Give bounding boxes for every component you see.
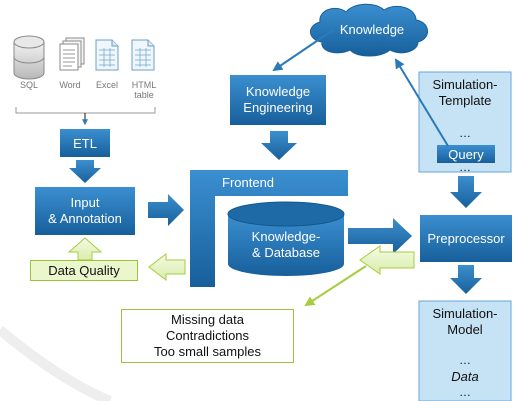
sources-bracket — [15, 107, 156, 114]
source-label-html-table: HTML table — [131, 80, 157, 100]
feedback-to-issues-arrow — [304, 265, 367, 307]
preprocessor-feedback-arrow — [359, 245, 415, 275]
knowledge-engineering-label: Knowledge Engineering — [243, 84, 313, 115]
knowledge-engineering-to-frontend-arrow — [261, 131, 297, 160]
simulation-template-dots-top: … — [459, 126, 471, 140]
preprocessor-box — [420, 215, 512, 262]
frontend-label: Frontend — [222, 175, 275, 190]
input-annotation-box — [35, 187, 135, 235]
data-quality-box: Data Quality — [30, 260, 138, 281]
html-table-icon — [131, 39, 155, 71]
simulation-template-title: Simulation- Template — [432, 77, 498, 108]
source-label-excel: Excel — [95, 80, 118, 90]
knowledge-cloud-label: Knowledge — [339, 22, 405, 37]
etl-label: ETL — [73, 135, 97, 151]
simulation-model-dots-bottom: … — [459, 385, 471, 399]
cloud-to-knowledge-engineering-arrow — [272, 25, 340, 72]
template-to-preprocessor-arrow — [450, 176, 482, 208]
word-document-icon — [59, 37, 85, 71]
issue-contradictions: Contradictions — [165, 328, 250, 343]
preprocessor-label: Preprocessor — [427, 231, 505, 246]
excel-spreadsheet-icon — [95, 39, 119, 71]
simulation-model-data: Data — [451, 369, 479, 384]
simulation-template-dots-bottom: … — [459, 160, 471, 174]
knowledge-database-label: Knowledge- & Database — [251, 229, 321, 260]
simulation-model-box — [418, 300, 512, 401]
decorative-arc — [0, 326, 112, 401]
etl-box — [60, 129, 110, 157]
source-label-word: Word — [59, 80, 81, 90]
input-annotation-label: Input & Annotation — [48, 195, 122, 226]
data-quality-to-input-arrow — [67, 237, 103, 261]
issues-note: Missing data Contradictions Too small sa… — [121, 309, 294, 363]
input-to-frontend-arrow — [148, 194, 184, 226]
issue-small-samples: Too small samples — [154, 344, 261, 359]
database-to-preprocessor-arrow — [348, 218, 412, 254]
source-label-sql: SQL — [19, 80, 38, 90]
query-label: Query — [448, 146, 484, 162]
query-box — [437, 145, 495, 163]
knowledge-cloud — [310, 3, 428, 57]
frontend-shape — [190, 170, 348, 287]
knowledge-engineering-box — [230, 75, 326, 125]
simulation-model-title: Simulation- Model — [432, 306, 498, 337]
preprocessor-to-model-arrow — [450, 265, 482, 294]
query-to-cloud-arrow — [394, 58, 449, 147]
issue-missing-data: Missing data — [171, 312, 244, 327]
database-icon — [13, 35, 45, 80]
simulation-model-dots-top: … — [459, 353, 471, 367]
frontend-to-data-quality-arrow — [148, 252, 186, 282]
etl-to-input-arrow — [69, 160, 101, 183]
knowledge-database-cylinder — [227, 201, 345, 276]
